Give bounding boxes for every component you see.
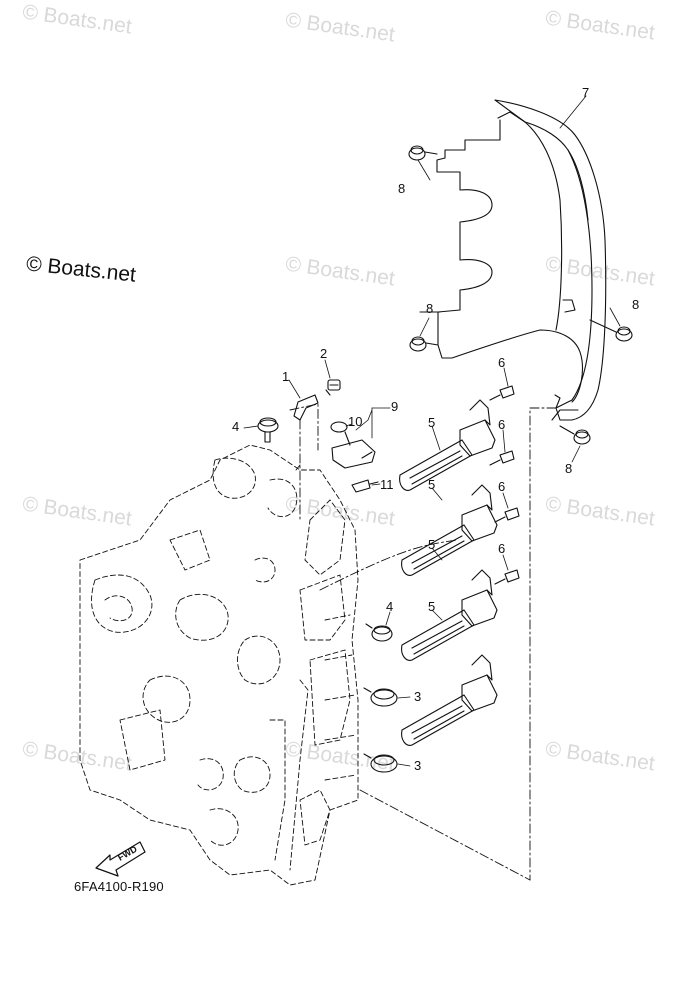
hose-clamp — [363, 687, 398, 707]
bracket — [293, 394, 319, 421]
callout-5: 5 — [428, 599, 436, 614]
callout-5: 5 — [428, 537, 436, 552]
ignition-coil — [401, 654, 498, 746]
callout-9: 9 — [391, 399, 399, 414]
callout-6: 6 — [498, 355, 506, 370]
ignition-coil-cover — [419, 99, 607, 421]
callout-6: 6 — [498, 417, 506, 432]
callout-1: 1 — [282, 369, 290, 384]
callout-5: 5 — [428, 477, 436, 492]
hose-clamp — [363, 753, 398, 773]
grommet — [409, 336, 439, 352]
callout-2: 2 — [320, 346, 328, 361]
bolt — [494, 507, 520, 523]
callout-7: 7 — [582, 85, 590, 100]
bolt — [489, 385, 515, 401]
callout-10: 10 — [348, 414, 363, 429]
bolt — [325, 379, 341, 396]
callout-3: 3 — [414, 758, 422, 773]
fwd-arrow — [95, 841, 146, 877]
hose-clamp — [365, 623, 393, 642]
callout-4: 4 — [232, 419, 240, 434]
bolt — [494, 569, 520, 585]
callout-6: 6 — [498, 541, 506, 556]
bolt — [489, 450, 515, 466]
hose-clamp — [257, 417, 279, 443]
callout-8: 8 — [565, 461, 573, 476]
callout-6: 6 — [498, 479, 506, 494]
callout-3: 3 — [414, 689, 422, 704]
callout-8: 8 — [632, 297, 640, 312]
grommet — [559, 425, 591, 445]
diagram-code: 6FA4100-R190 — [74, 879, 164, 894]
engine-block — [79, 444, 359, 886]
ignition-coil — [399, 399, 496, 491]
bolt — [351, 479, 379, 493]
grommet — [408, 145, 438, 161]
ignition-coil — [401, 484, 498, 576]
sensor — [330, 421, 376, 469]
grommet — [589, 319, 633, 342]
callout-11: 11 — [380, 477, 394, 492]
callout-4: 4 — [386, 599, 394, 614]
callout-5: 5 — [428, 415, 436, 430]
callout-8: 8 — [426, 301, 434, 316]
ignition-coil — [401, 569, 498, 661]
callout-8: 8 — [398, 181, 406, 196]
fwd-label: FWD — [116, 844, 139, 863]
